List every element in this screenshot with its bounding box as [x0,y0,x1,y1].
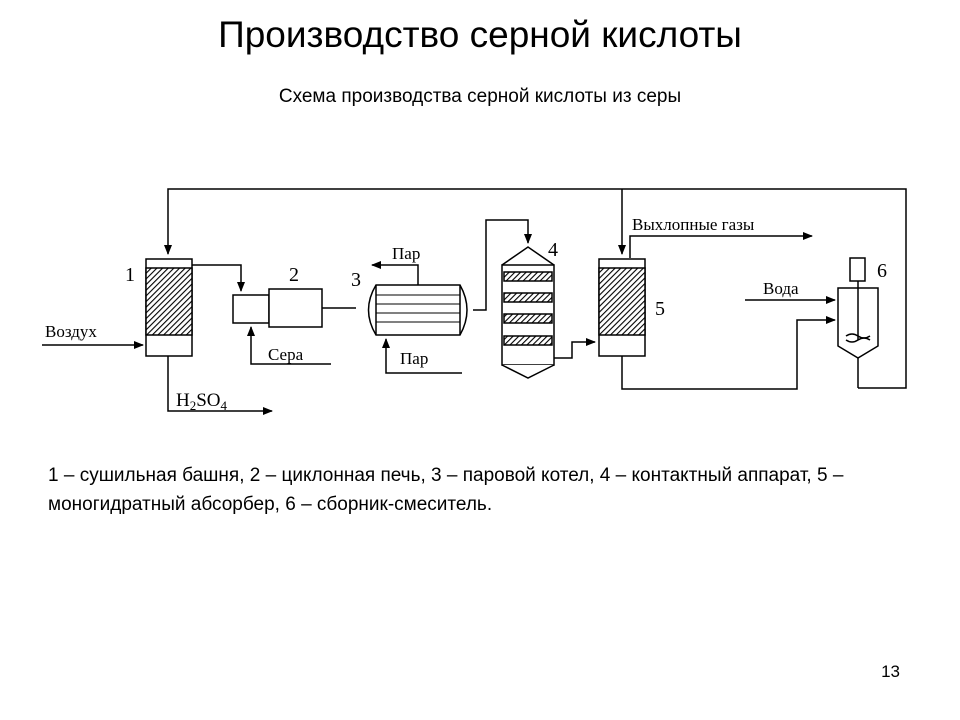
label-1: 1 [125,264,135,286]
gas-line-3 [554,338,596,359]
label-steam-in: Пар [400,349,428,368]
slide-title: Производство серной кислоты [218,14,742,55]
steam-out-line [371,261,419,285]
label-steam-out: Пар [392,244,420,263]
sulfur-line [247,326,331,365]
page-number: 13 [881,662,900,681]
label-sulfur: Сера [268,345,304,364]
contact-apparatus [501,246,555,379]
monohydrate-absorber [598,258,646,357]
exhaust-line [629,232,813,258]
drying-tower [145,258,193,357]
steam-in-line [382,338,462,374]
diagram-legend: 1 – сушильная башня, 2 – циклонная печь,… [48,465,844,515]
label-acid: H2SO4 [176,390,228,413]
steam-boiler [367,284,468,336]
label-3: 3 [351,269,361,291]
label-exhaust: Выхлопные газы [632,215,755,234]
recycle-line [164,188,907,389]
gas-line-2 [473,219,532,311]
label-2: 2 [289,264,299,286]
label-6: 6 [877,260,887,282]
label-air: Воздух [45,322,97,341]
label-water: Вода [763,279,799,298]
slide-subtitle: Схема производства серной кислоты из сер… [278,86,682,107]
acid-product-line [167,356,273,415]
label-4: 4 [548,239,558,261]
acid-to-mixer-line [621,316,836,390]
collector-mixer [837,257,879,388]
dry-air-line [192,264,245,292]
label-5: 5 [655,298,665,320]
cyclone-furnace [232,288,323,328]
